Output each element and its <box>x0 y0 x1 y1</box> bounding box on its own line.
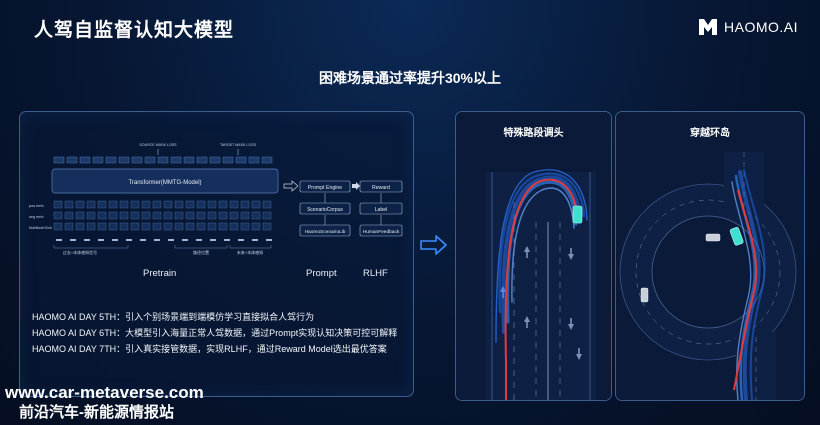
group-label-path: 路径位置 <box>193 249 209 255</box>
human-feedback-box <box>359 224 403 237</box>
stage-rlhf-label: RLHF <box>363 268 388 279</box>
source-mask-loss-label: SOURCE MASK LOSS <box>139 143 177 147</box>
u-turn-scene <box>456 112 611 400</box>
roundabout-title: 穿越环岛 <box>690 128 730 139</box>
group-label-future: 未来+本体感知 <box>237 249 263 255</box>
reward-label: Reward <box>372 185 390 191</box>
label-box <box>359 202 403 215</box>
u-turn-title: 特殊路段调头 <box>503 128 564 139</box>
logo-text: HAOMO.AI <box>724 19 799 35</box>
multimodel-emb-label: MultiModel Emb <box>29 226 52 230</box>
watermark-url: www.car-metaverse.com <box>5 383 204 402</box>
group-label-past: 过去+本体感知信号 <box>63 249 97 255</box>
ego-vehicle-icon <box>729 227 744 246</box>
target-mask-loss-label: TARGET MASK LOSS <box>220 143 257 147</box>
roundabout-scene-panel: 穿越环岛 <box>615 111 805 401</box>
transformer-block <box>51 168 279 194</box>
note-day5: HAOMO AI DAY 5TH：引入个别场景端到端模仿学习直接拟合人驾行为 <box>32 312 315 322</box>
slide-subtitle: 困难场景通过率提升30%以上 <box>318 70 502 86</box>
label-label: Label <box>375 207 388 213</box>
scenario-lib-label: HaomoScenarioLib <box>305 229 346 235</box>
note-day6: HAOMO AI DAY 6TH：大模型引入海量正常人驾数据，通过Prompt实… <box>32 328 398 338</box>
prompt-engine-box <box>299 180 351 193</box>
ego-vehicle-icon <box>572 205 583 224</box>
model-architecture-panel: SOURCE MASK LOSS TARGET MASK LOSS Transf… <box>19 111 414 397</box>
haomo-logo: HAOMO.AI <box>697 16 798 38</box>
right-arrow-icon <box>420 235 447 255</box>
u-turn-scene-panel: 特殊路段调头 <box>455 111 612 401</box>
prompt-engine-label: Prompt Engine <box>308 185 342 191</box>
watermark-site-name: 前沿汽车-新能源情报站 <box>19 404 174 421</box>
stage-prompt-label: Prompt <box>306 268 337 279</box>
scenario-corpus-box <box>299 202 351 215</box>
model-diagram: SOURCE MASK LOSS TARGET MASK LOSS Transf… <box>29 143 403 255</box>
human-feedback-label: HumanFeedback <box>363 229 400 235</box>
roundabout-scene <box>616 112 804 400</box>
other-vehicle-icon <box>640 287 649 303</box>
site-watermark: www.car-metaverse.com 前沿汽车-新能源情报站 <box>5 383 204 423</box>
note-day7: HAOMO AI DAY 7TH：引入真实接管数据，实现RLHF，通过Rewar… <box>32 344 387 354</box>
transformer-label: Transformer(MMTG-Model) <box>128 180 201 186</box>
seg-emb-label: seg emb <box>29 215 44 219</box>
slide-title: 人驾自监督认知大模型 <box>34 20 235 41</box>
haomo-logo-icon <box>699 19 717 35</box>
other-vehicle-icon <box>705 233 721 242</box>
reward-box <box>359 180 403 193</box>
stage-pretrain-label: Pretrain <box>143 268 177 279</box>
scenario-corpus-label: ScenarioCorpus <box>307 207 343 213</box>
scenario-lib-box <box>299 224 351 237</box>
pos-emb-label: pos emb <box>29 204 44 208</box>
